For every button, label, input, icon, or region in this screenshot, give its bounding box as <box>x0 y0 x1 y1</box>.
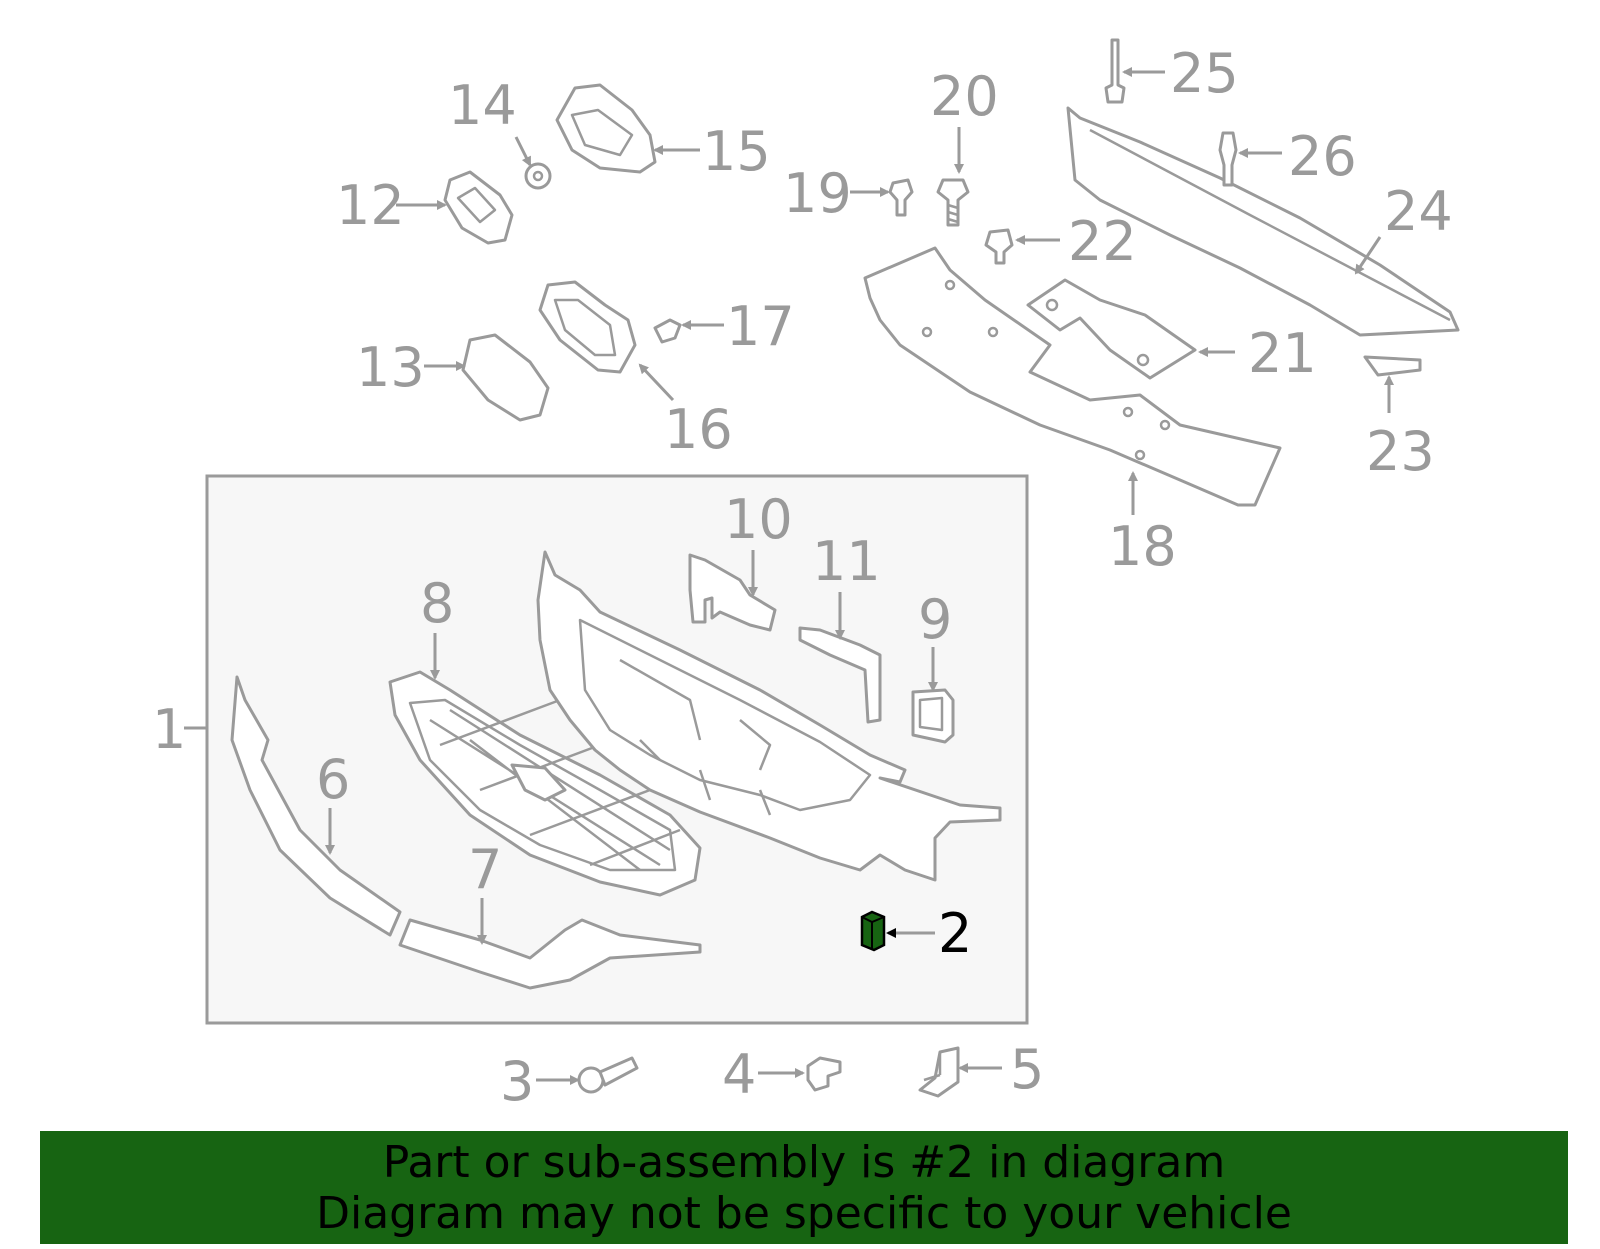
callout-3: 3 <box>500 1050 534 1113</box>
callout-16: 16 <box>664 398 733 461</box>
part-24-seal <box>1066 106 1460 337</box>
callout-19: 19 <box>783 162 852 225</box>
part-5-clip <box>918 1046 960 1098</box>
part-10-bracket <box>688 553 777 632</box>
part-8-mesh-grille <box>388 670 702 897</box>
callout-17: 17 <box>726 295 795 358</box>
part-21-plate <box>1026 278 1197 380</box>
callout-11: 11 <box>812 530 881 593</box>
callout-10: 10 <box>724 488 793 551</box>
info-banner: Part or sub-assembly is #2 in diagram Di… <box>40 1131 1568 1244</box>
banner-line-1: Part or sub-assembly is #2 in diagram <box>382 1136 1226 1188</box>
part-2-highlighted[interactable] <box>860 910 886 952</box>
part-4-clip <box>806 1056 842 1092</box>
callout-22: 22 <box>1068 210 1137 273</box>
part-13-emblem-cover <box>461 333 550 422</box>
callout-23: 23 <box>1366 420 1435 483</box>
callout-6: 6 <box>316 748 350 811</box>
callout-13: 13 <box>356 336 425 399</box>
callout-1: 1 <box>152 698 186 761</box>
callout-7: 7 <box>468 838 502 901</box>
callout-2: 2 <box>938 902 972 965</box>
part-12-emblem <box>443 170 514 245</box>
callout-15: 15 <box>702 120 771 183</box>
callout-8: 8 <box>420 572 454 635</box>
callout-21: 21 <box>1248 322 1317 385</box>
part-3-bolt <box>577 1056 639 1094</box>
callout-25: 25 <box>1170 42 1239 105</box>
callout-5: 5 <box>1010 1038 1044 1101</box>
part-14-clip <box>524 162 552 190</box>
part-18-cover <box>863 246 1282 507</box>
part-17-clip <box>653 318 682 344</box>
part-26-pin <box>1218 131 1238 187</box>
part-19-screw <box>888 178 914 217</box>
part-7-trim <box>398 918 702 990</box>
grille-frame <box>536 550 1002 882</box>
banner-line-2: Diagram may not be specific to your vehi… <box>316 1187 1292 1239</box>
callout-20: 20 <box>930 65 999 128</box>
callout-4: 4 <box>722 1043 756 1106</box>
callout-18: 18 <box>1108 515 1177 578</box>
callout-9: 9 <box>918 588 952 651</box>
part-20-bolt <box>936 178 970 227</box>
callout-26: 26 <box>1288 125 1357 188</box>
leader-lines <box>325 67 1394 1085</box>
part-25-pin <box>1104 38 1126 104</box>
callout-12: 12 <box>336 174 405 237</box>
callout-14: 14 <box>448 74 517 137</box>
part-15-emblem <box>555 83 657 174</box>
callout-24: 24 <box>1384 180 1453 243</box>
part-16-emblem-base <box>538 280 637 374</box>
part-9-clip <box>911 688 955 744</box>
part-6-trim <box>230 675 402 937</box>
part-23-clip <box>1363 355 1422 377</box>
part-22-clip <box>984 228 1014 265</box>
